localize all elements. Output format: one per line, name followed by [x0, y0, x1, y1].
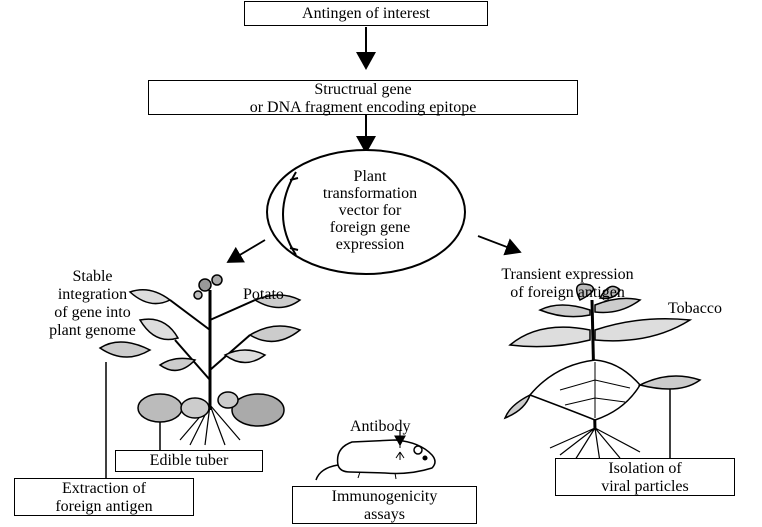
vector-line: vector for — [338, 202, 402, 219]
arrow-vector-to-potato — [226, 239, 266, 263]
stable-line: plant genome — [49, 322, 136, 339]
gene-line-1: Structrual gene — [314, 81, 412, 98]
arrow-vector-to-tobacco — [477, 235, 522, 256]
extraction-line-1: Extraction of — [62, 480, 146, 497]
antibody-label: Antibody — [350, 418, 411, 435]
stable-line: integration — [57, 286, 128, 303]
antigen-box: Antingen of interest — [244, 1, 488, 26]
transient-line: Transient expression — [501, 266, 634, 283]
vector-text: Plant transformation vector for foreign … — [300, 168, 440, 253]
extraction-line-2: foreign antigen — [55, 498, 153, 515]
stable-line: of gene into — [54, 304, 131, 321]
vector-circle — [266, 149, 466, 275]
vector-line: foreign gene — [329, 219, 411, 236]
tobacco-plant-illustration — [503, 283, 702, 463]
immuno-line-1: Immunogenicity — [331, 488, 438, 505]
mouse-illustration — [315, 437, 436, 481]
isolation-line-2: viral particles — [601, 478, 689, 495]
potato-plant-illustration — [98, 274, 302, 446]
immunogenicity-box: Immunogenicity assays — [292, 486, 477, 524]
extraction-box: Extraction of foreign antigen — [14, 478, 194, 516]
stable-line: Stable — [72, 268, 113, 285]
vector-line: expression — [335, 236, 405, 253]
potato-label: Potato — [243, 286, 284, 303]
transient-line: of foreign antigen — [510, 284, 625, 301]
vector-line: Plant — [353, 168, 387, 185]
transient-expression-label: Transient expression of foreign antigen — [455, 266, 680, 302]
tobacco-label: Tobacco — [668, 300, 722, 317]
stable-integration-label: Stable integration of gene into plant ge… — [30, 268, 155, 340]
gene-line-2: or DNA fragment encoding epitope — [249, 99, 477, 116]
vector-line: transformation — [322, 185, 418, 202]
isolation-box: Isolation of viral particles — [555, 458, 735, 496]
antigen-label: Antingen of interest — [302, 5, 430, 22]
edible-tuber-label: Edible tuber — [149, 452, 229, 469]
isolation-line-1: Isolation of — [608, 460, 682, 477]
structural-gene-box: Structrual gene or DNA fragment encoding… — [148, 80, 578, 116]
edible-tuber-box: Edible tuber — [115, 450, 263, 472]
immuno-line-2: assays — [364, 506, 405, 523]
